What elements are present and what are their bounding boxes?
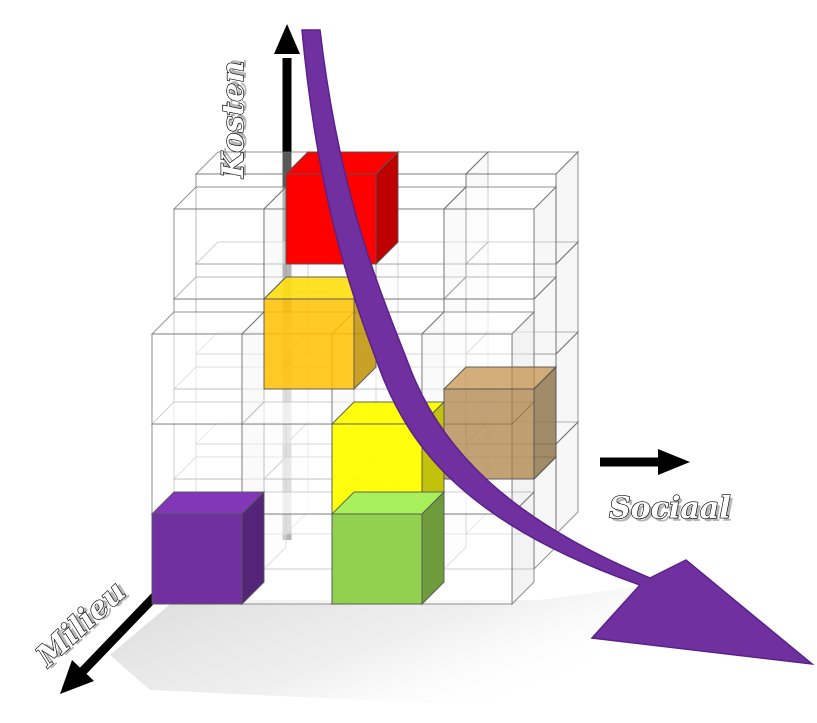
- outline-cube-front-face: [173, 208, 265, 300]
- floor-shadow: [110, 585, 650, 705]
- brown-cube-front-face: [443, 388, 535, 480]
- svg-text:Sociaal: Sociaal: [609, 491, 731, 526]
- outline-cube-front-face: [151, 333, 243, 425]
- outline-cube: [442, 185, 558, 301]
- horizontal-axis-arrowhead: [658, 449, 690, 475]
- vertical-axis-arrowhead: [274, 24, 300, 54]
- social-axis-label: Sociaal Sociaal: [608, 490, 734, 529]
- cost-axis-label: Kosten Kosten: [215, 58, 254, 180]
- depth-axis-arrowhead: [60, 660, 94, 694]
- purple-cube-front-face: [151, 513, 243, 605]
- outline-cube-front-face: [443, 208, 535, 300]
- trend-arrow: [301, 29, 815, 666]
- green-cube-front-face: [331, 513, 423, 605]
- orange-cube-front-face: [263, 298, 355, 390]
- svg-text:Kosten: Kosten: [219, 58, 254, 176]
- green-cube: [330, 490, 446, 606]
- horizontal-axis: [600, 449, 690, 475]
- svg-text:Sociaal: Sociaal: [612, 494, 734, 529]
- svg-text:Kosten: Kosten: [216, 61, 251, 179]
- brown-cube: [442, 365, 558, 481]
- purple-cube: [150, 490, 266, 606]
